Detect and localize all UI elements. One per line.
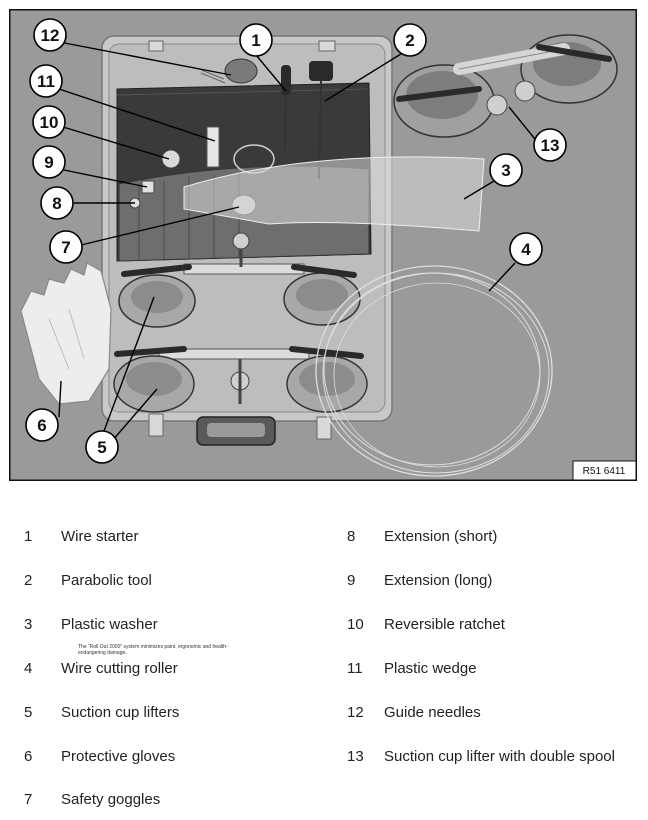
callout-13: 13 xyxy=(533,128,567,162)
legend-label: Parabolic tool xyxy=(61,572,152,589)
legend-label: Wire starter xyxy=(61,528,139,545)
guide-needles-shape xyxy=(198,58,258,84)
callout-1: 1 xyxy=(239,23,273,57)
legend-number: 13 xyxy=(347,748,364,765)
callout-12: 12 xyxy=(33,18,67,52)
svg-text:10: 10 xyxy=(40,113,59,132)
legend-label: Plastic washer xyxy=(61,616,158,633)
plastic-washer-shape xyxy=(183,156,485,232)
svg-text:3: 3 xyxy=(501,161,510,180)
svg-text:6: 6 xyxy=(37,416,46,435)
svg-text:5: 5 xyxy=(97,438,106,457)
callout-2: 2 xyxy=(393,23,427,57)
callout-10: 10 xyxy=(32,105,66,139)
legend-label: Guide needles xyxy=(384,704,481,721)
callout-9: 9 xyxy=(32,145,66,179)
legend-number: 4 xyxy=(24,660,33,677)
svg-text:8: 8 xyxy=(52,194,61,213)
reversible-ratchet-shape xyxy=(161,149,181,169)
svg-text:12: 12 xyxy=(41,26,60,45)
legend-number: 1 xyxy=(24,528,33,545)
tool-kit-illustration: 12 1 2 11 10 9 8 7 3 13 4 6 5 R51 6411 xyxy=(9,9,637,481)
suction-cup-lifters-shape xyxy=(113,232,368,413)
extension-long-shape xyxy=(141,180,155,194)
callout-6: 6 xyxy=(25,408,59,442)
protective-gloves-shape xyxy=(20,262,112,405)
legend-number: 11 xyxy=(347,660,363,677)
svg-text:9: 9 xyxy=(44,153,53,172)
legend-label: Reversible ratchet xyxy=(384,616,505,633)
callout-leaders xyxy=(53,40,540,442)
reference-code: R51 6411 xyxy=(583,466,626,477)
legend-number: 6 xyxy=(24,748,33,765)
legend-label: Wire cutting roller xyxy=(61,660,178,677)
wire-cutting-roller-shape xyxy=(315,265,553,477)
legend-label: Suction cup lifter with double spool xyxy=(384,748,615,765)
system-note: The "Roll Out 2000" system minimizes pai… xyxy=(78,644,228,656)
svg-text:11: 11 xyxy=(37,72,55,91)
svg-text:7: 7 xyxy=(61,238,70,257)
legend-label: Plastic wedge xyxy=(384,660,477,677)
legend-number: 5 xyxy=(24,704,33,721)
legend-label: Suction cup lifters xyxy=(61,704,180,721)
callout-4: 4 xyxy=(509,232,543,266)
svg-text:4: 4 xyxy=(521,240,531,259)
callout-3: 3 xyxy=(489,153,523,187)
callout-8: 8 xyxy=(40,186,74,220)
legend-label: Extension (long) xyxy=(384,572,493,589)
legend-label: Extension (short) xyxy=(384,528,498,545)
callout-5: 5 xyxy=(85,430,119,464)
legend-number: 3 xyxy=(24,616,33,633)
legend-number: 7 xyxy=(24,791,33,808)
svg-text:13: 13 xyxy=(541,136,560,155)
svg-text:2: 2 xyxy=(405,31,414,50)
double-spool-lifter-shape xyxy=(393,34,618,138)
tool-kit-figure: 12 1 2 11 10 9 8 7 3 13 4 6 5 R51 6411 xyxy=(9,9,637,481)
callout-7: 7 xyxy=(49,230,83,264)
legend-label: Safety goggles xyxy=(61,791,161,808)
callout-11: 11 xyxy=(29,64,63,98)
legend-number: 8 xyxy=(347,528,356,545)
legend-label: Protective gloves xyxy=(61,748,176,765)
legend-number: 12 xyxy=(347,704,364,721)
svg-text:1: 1 xyxy=(251,31,260,50)
plastic-wedge-shape xyxy=(206,126,220,168)
legend-number: 9 xyxy=(347,572,356,589)
legend-number: 10 xyxy=(347,616,364,633)
legend-number: 2 xyxy=(24,572,33,589)
reference-code-box: R51 6411 xyxy=(572,460,637,481)
callout-markers: 12 1 2 11 10 9 8 7 3 13 4 6 5 xyxy=(25,18,567,464)
